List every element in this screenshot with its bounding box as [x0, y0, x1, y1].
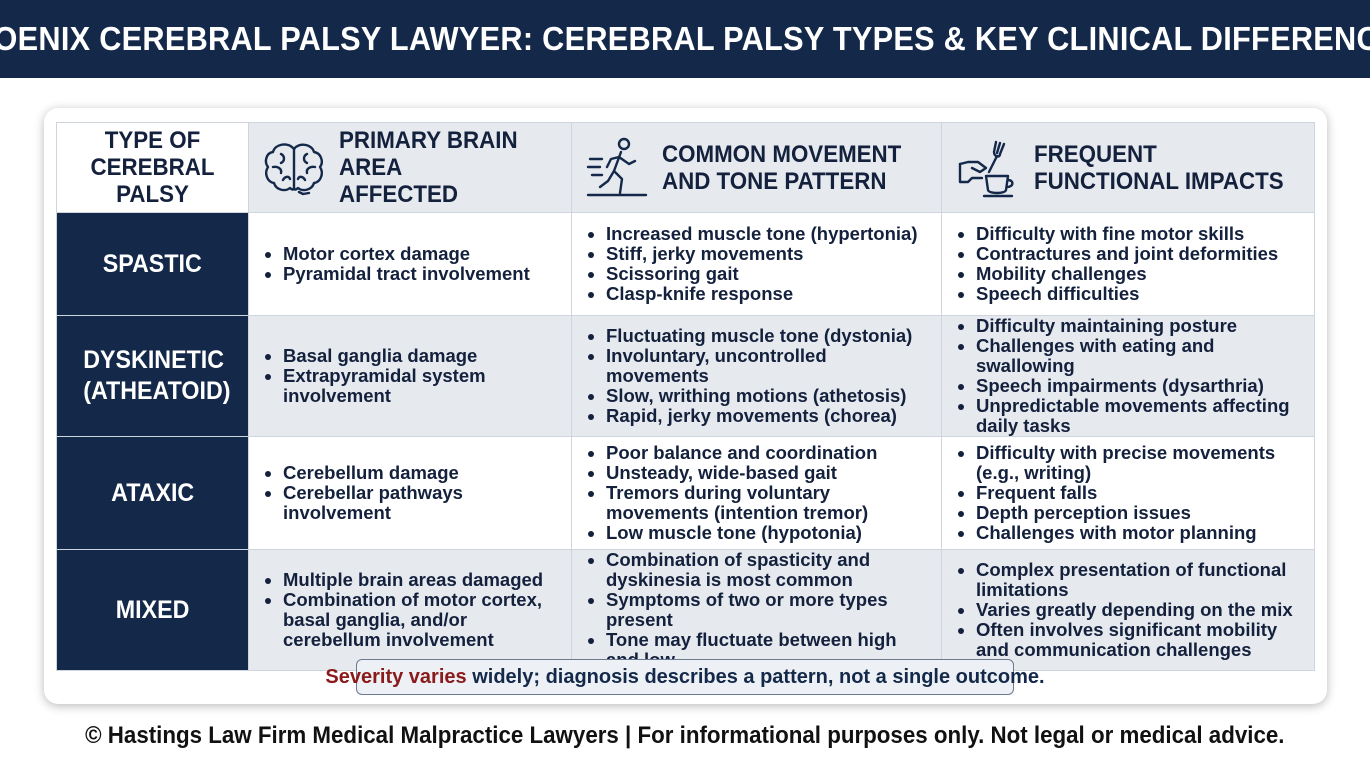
list-item: Motor cortex damage: [283, 244, 563, 264]
header-impacts-label: FREQUENT FUNCTIONAL IMPACTS: [1034, 140, 1284, 195]
brain-cell: Cerebellum damageCerebellar pathways inv…: [248, 436, 572, 550]
list-item: Unsteady, wide-based gait: [606, 463, 933, 483]
impacts-cell: Difficulty with precise movements (e.g.,…: [941, 436, 1315, 550]
impacts-cell: Difficulty maintaining postureChallenges…: [941, 315, 1315, 437]
brain-cell: Basal ganglia damageExtrapyramidal syste…: [248, 315, 572, 437]
list-item: Slow, writhing motions (athetosis): [606, 386, 933, 406]
list-item: Combination of spasticity and dyskinesia…: [606, 550, 933, 590]
impacts-cell: Complex presentation of functional limit…: [941, 549, 1315, 671]
list-item: Extrapyramidal system involvement: [283, 366, 563, 406]
severity-note: Severity varies widely; diagnosis descri…: [325, 659, 1045, 695]
list-item: Speech difficulties: [976, 284, 1306, 304]
header-brain-label: PRIMARY BRAIN AREA AFFECTED: [339, 127, 518, 208]
footer-text: © Hastings Law Firm Medical Malpractice …: [85, 722, 1285, 749]
list-item: Cerebellum damage: [283, 463, 563, 483]
table-row: MIXED Multiple brain areas damagedCombin…: [56, 549, 1315, 671]
list-item: Scissoring gait: [606, 264, 933, 284]
list-item: Speech impairments (dysarthria): [976, 376, 1306, 396]
movement-cell: Fluctuating muscle tone (dystonia)Involu…: [571, 315, 942, 437]
list-item: Fluctuating muscle tone (dystonia): [606, 326, 933, 346]
list-item: Complex presentation of functional limit…: [976, 560, 1306, 600]
type-label: ATAXIC: [110, 478, 195, 507]
header-movement: COMMON MOVEMENT AND TONE PATTERN: [571, 122, 942, 213]
movement-cell: Increased muscle tone (hypertonia)Stiff,…: [571, 212, 942, 316]
movement-list: Increased muscle tone (hypertonia)Stiff,…: [572, 224, 941, 304]
type-cell: DYSKINETIC (ATHEATOID): [56, 315, 249, 437]
list-item: Stiff, jerky movements: [606, 244, 933, 264]
header-type-label: TYPE OF CEREBRAL PALSY: [90, 127, 215, 208]
impacts-list: Difficulty with fine motor skillsContrac…: [942, 224, 1314, 304]
footer-disclaimer: © Hastings Law Firm Medical Malpractice …: [0, 722, 1370, 750]
list-item: Rapid, jerky movements (chorea): [606, 406, 933, 426]
brain-list: Multiple brain areas damagedCombination …: [249, 570, 571, 650]
brain-list: Basal ganglia damageExtrapyramidal syste…: [249, 346, 571, 406]
list-item: Involuntary, uncontrolled movements: [606, 346, 933, 386]
list-item: Difficulty with precise movements (e.g.,…: [976, 443, 1306, 483]
list-item: Unpredictable movements affecting daily …: [976, 396, 1306, 436]
movement-cell: Poor balance and coordinationUnsteady, w…: [571, 436, 942, 550]
type-cell: ATAXIC: [56, 436, 249, 550]
list-item: Often involves significant mobility and …: [976, 620, 1306, 660]
list-item: Multiple brain areas damaged: [283, 570, 563, 590]
table-row: DYSKINETIC (ATHEATOID) Basal ganglia dam…: [56, 315, 1315, 437]
walking-person-icon: [586, 137, 648, 196]
list-item: Low muscle tone (hypotonia): [606, 523, 933, 543]
list-item: Depth perception issues: [976, 503, 1306, 523]
impacts-list: Difficulty with precise movements (e.g.,…: [942, 443, 1314, 543]
type-label: SPASTIC: [102, 249, 203, 278]
list-item: Varies greatly depending on the mix: [976, 600, 1306, 620]
movement-list: Combination of spasticity and dyskinesia…: [572, 550, 941, 670]
brain-cell: Motor cortex damagePyramidal tract invol…: [248, 212, 572, 316]
list-item: Tremors during voluntary movements (inte…: [606, 483, 933, 523]
list-item: Mobility challenges: [976, 264, 1306, 284]
list-item: Basal ganglia damage: [283, 346, 563, 366]
list-item: Challenges with motor planning: [976, 523, 1306, 543]
table-row: ATAXIC Cerebellum damageCerebellar pathw…: [56, 436, 1315, 550]
severity-note-emphasis: Severity varies: [325, 665, 467, 688]
header-brain: PRIMARY BRAIN AREA AFFECTED: [248, 122, 572, 213]
list-item: Clasp-knife response: [606, 284, 933, 304]
impacts-cell: Difficulty with fine motor skillsContrac…: [941, 212, 1315, 316]
cp-types-table: TYPE OF CEREBRAL PALSY: [56, 122, 1315, 671]
brain-list: Motor cortex damagePyramidal tract invol…: [249, 244, 571, 284]
type-label: DYSKINETIC (ATHEATOID): [82, 346, 230, 405]
list-item: Difficulty maintaining posture: [976, 316, 1306, 336]
type-cell: SPASTIC: [56, 212, 249, 316]
table-row: SPASTIC Motor cortex damagePyramidal tra…: [56, 212, 1315, 316]
movement-list: Poor balance and coordinationUnsteady, w…: [572, 443, 941, 543]
brain-icon: [264, 142, 323, 195]
list-item: Difficulty with fine motor skills: [976, 224, 1306, 244]
header-impacts: FREQUENT FUNCTIONAL IMPACTS: [941, 122, 1315, 213]
severity-note-text: widely; diagnosis describes a pattern, n…: [466, 665, 1045, 688]
type-cell: MIXED: [56, 549, 249, 671]
list-item: Poor balance and coordination: [606, 443, 933, 463]
list-item: Challenges with eating and swallowing: [976, 336, 1306, 376]
brain-list: Cerebellum damageCerebellar pathways inv…: [249, 463, 571, 523]
page-title: PHOENIX CEREBRAL PALSY LAWYER: CEREBRAL …: [0, 20, 1370, 57]
list-item: Frequent falls: [976, 483, 1306, 503]
table-header-row: TYPE OF CEREBRAL PALSY: [56, 122, 1315, 213]
hand-fork-cup-icon: [958, 140, 1014, 197]
header-movement-label: COMMON MOVEMENT AND TONE PATTERN: [662, 140, 902, 195]
movement-cell: Combination of spasticity and dyskinesia…: [571, 549, 942, 671]
type-label: MIXED: [115, 595, 190, 624]
impacts-list: Complex presentation of functional limit…: [942, 560, 1314, 660]
list-item: Increased muscle tone (hypertonia): [606, 224, 933, 244]
list-item: Cerebellar pathways involvement: [283, 483, 563, 523]
movement-list: Fluctuating muscle tone (dystonia)Involu…: [572, 326, 941, 426]
impacts-list: Difficulty maintaining postureChallenges…: [942, 316, 1314, 436]
header-type: TYPE OF CEREBRAL PALSY: [56, 122, 249, 213]
list-item: Combination of motor cortex, basal gangl…: [283, 590, 563, 650]
brain-cell: Multiple brain areas damagedCombination …: [248, 549, 572, 671]
list-item: Pyramidal tract involvement: [283, 264, 563, 284]
title-bar: PHOENIX CEREBRAL PALSY LAWYER: CEREBRAL …: [0, 0, 1370, 78]
list-item: Symptoms of two or more types present: [606, 590, 933, 630]
list-item: Contractures and joint deformities: [976, 244, 1306, 264]
